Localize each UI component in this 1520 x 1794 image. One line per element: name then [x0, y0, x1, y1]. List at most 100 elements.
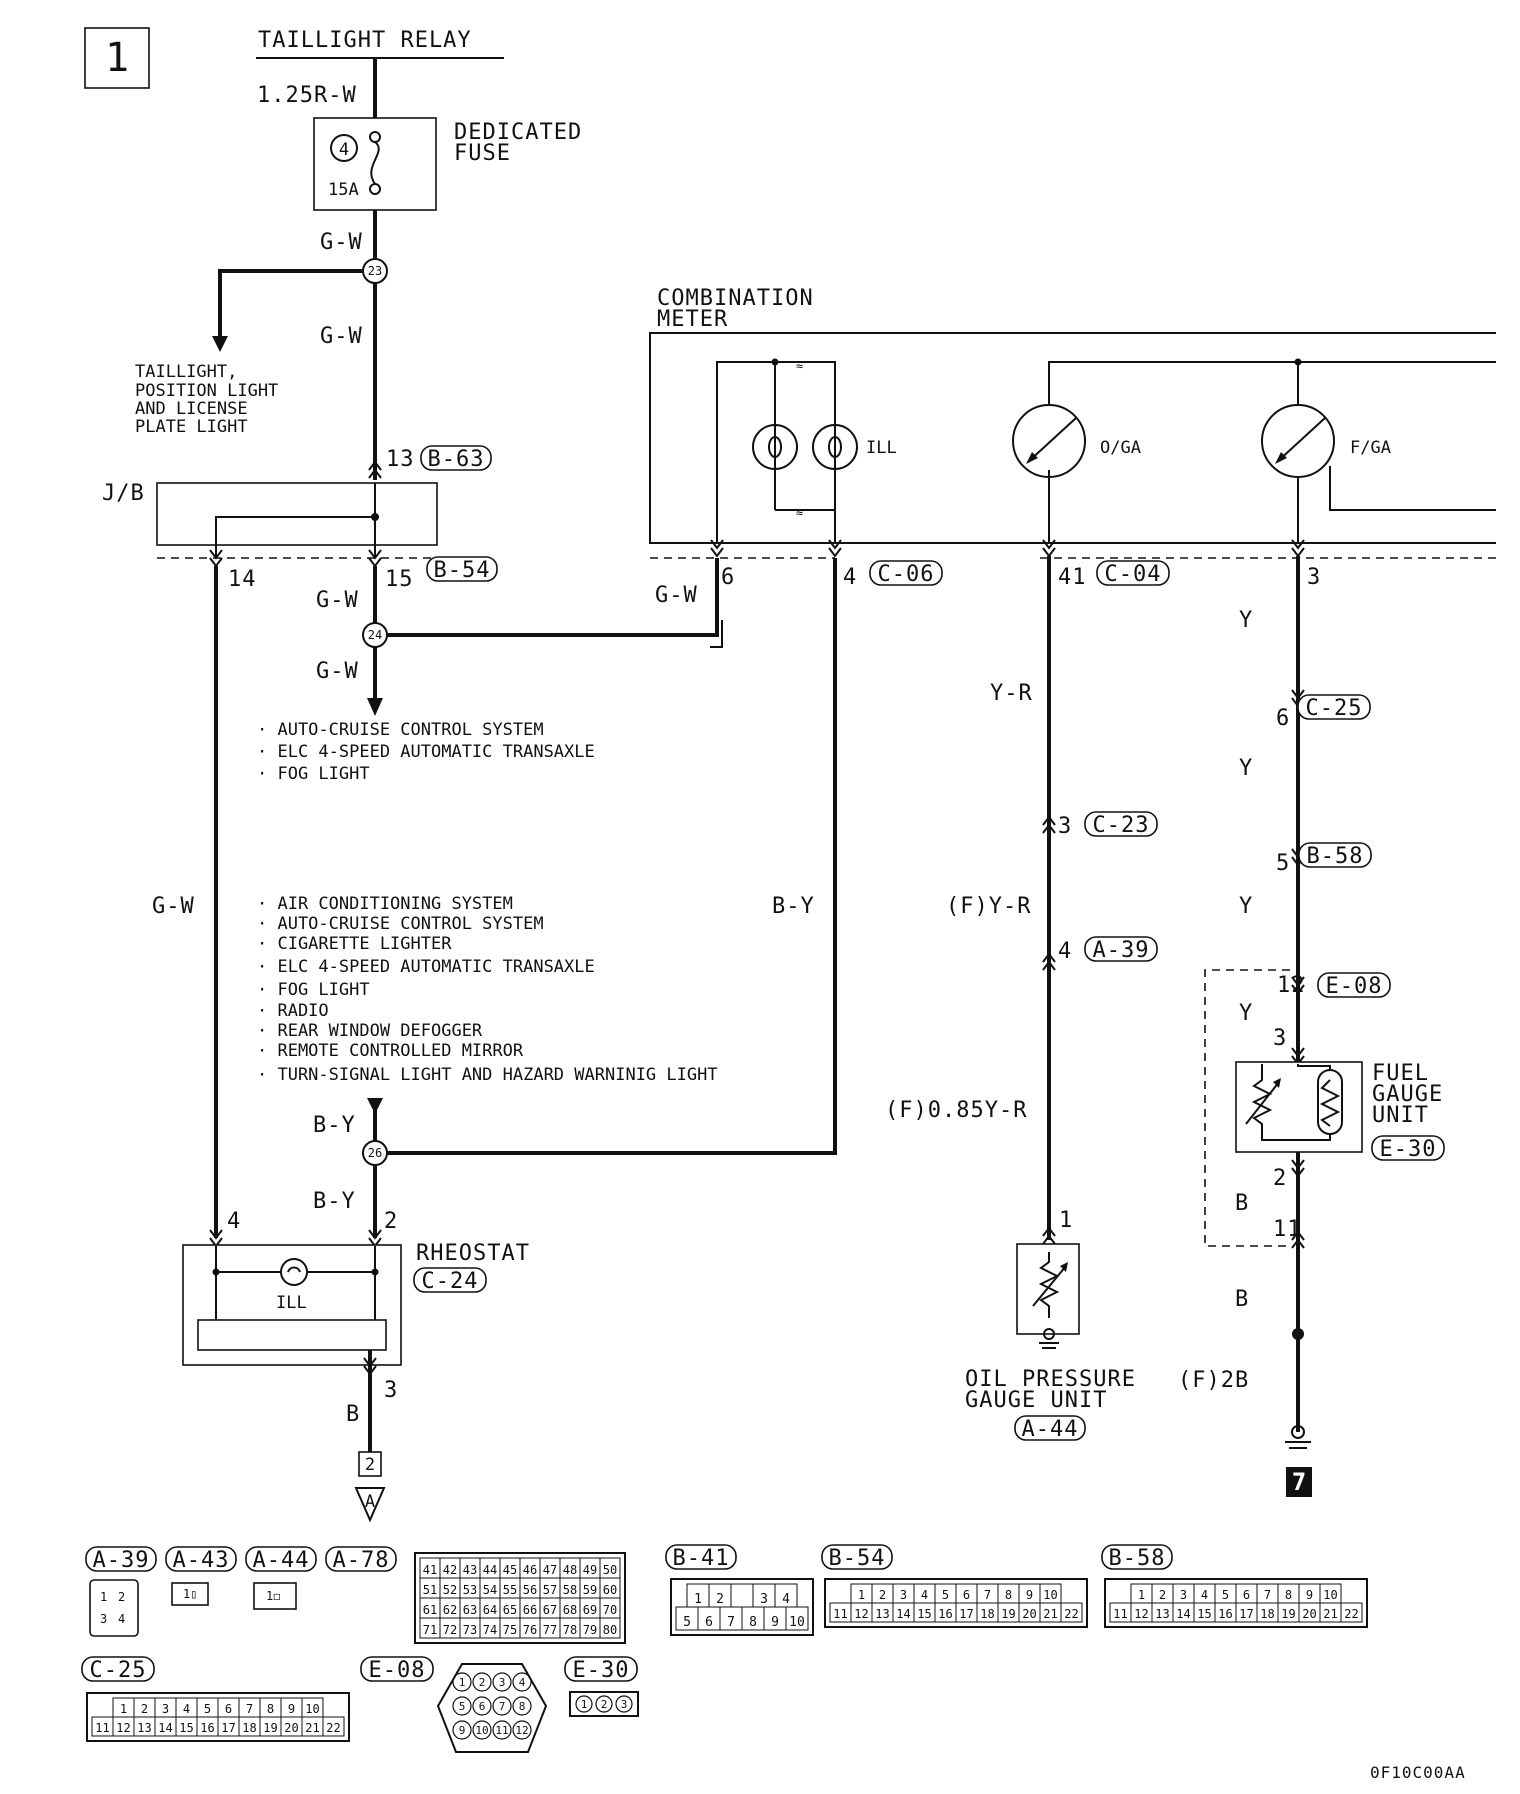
dest1-item-2: · ELC 4-SPEED AUTOMATIC TRANSAXLE [257, 742, 595, 762]
pin-marker-13 [368, 460, 382, 479]
legend-b58-pin: 2 [1159, 1588, 1166, 1602]
pin-c25: 6 [1276, 706, 1290, 731]
ground-ref-box [1286, 1467, 1312, 1497]
conn-b63-badge [420, 445, 492, 471]
legend-b58-pin: 19 [1281, 1607, 1295, 1621]
legend-b58-pin: 1 [1138, 1588, 1145, 1602]
dest2-item-5: · FOG LIGHT [257, 980, 370, 1000]
legend-b58-badge [1101, 1544, 1173, 1570]
legend-b58-pin: 14 [1176, 1607, 1190, 1621]
legend-a78-pin: 80 [603, 1623, 617, 1637]
wire-splice24-meter [387, 558, 719, 637]
wire-label-w8: B-Y [313, 1113, 356, 1138]
legend-b54-pin: 14 [896, 1607, 910, 1621]
pin-6: 6 [721, 565, 735, 590]
legend-b54-pin: 1 [858, 1588, 865, 1602]
fuel-unit-title-1: FUEL [1372, 1061, 1429, 1086]
legend-b54-pin: 4 [921, 1588, 928, 1602]
legend-a78-pin: 50 [603, 1563, 617, 1577]
wire-label-w19: B [1235, 1191, 1249, 1216]
legend-a39-pin-3: 3 [100, 1612, 107, 1626]
meter-node-1 [771, 358, 779, 366]
conn-c04: C-04 [1105, 562, 1162, 587]
conn-b58: B-58 [1307, 844, 1364, 869]
legend-a78-pin: 48 [563, 1563, 577, 1577]
conn-c24: C-24 [422, 1269, 479, 1294]
conn-c25-badge [1297, 694, 1371, 720]
pin-11: 11 [1273, 1217, 1302, 1242]
wire-label-w21: (F)2B [1178, 1368, 1249, 1393]
jb-label: J/B [102, 481, 145, 506]
legend-a44-glyph: 1◻ [266, 1589, 280, 1603]
legend-b58-cell [1340, 1602, 1363, 1623]
conn-e08-badge [1317, 972, 1391, 998]
conn-a39-badge [1084, 936, 1158, 962]
legend-e30-cell [595, 1695, 613, 1713]
rheo-resistor [197, 1319, 387, 1351]
meter-ill-bulb-1 [752, 424, 798, 470]
fuel-gauge-label: F/GA [1350, 438, 1391, 458]
wire-label-w14: (F)0.85Y-R [885, 1098, 1027, 1123]
legend-a78-pin: 66 [523, 1603, 537, 1617]
legend-c25-pin: 7 [246, 1702, 253, 1716]
legend-a78-pin: 53 [463, 1583, 477, 1597]
legend-c25-pin: 21 [305, 1721, 319, 1735]
legend-c25: C-25 [90, 1658, 147, 1683]
legend-b54-pin: 2 [879, 1588, 886, 1602]
legend-a78-pin: 69 [583, 1603, 597, 1617]
legend-e08-pin: 10 [475, 1724, 488, 1737]
meter-fuel-return [1329, 466, 1496, 511]
conn-c06-badge [869, 560, 943, 586]
legend-b58-pin: 18 [1260, 1607, 1274, 1621]
fuel-unit-heater-coil [1319, 1079, 1341, 1127]
legend-e30: E-30 [573, 1658, 630, 1683]
oil-unit-title-2: GAUGE UNIT [965, 1388, 1107, 1413]
legend-b41-pin: 2 [716, 1592, 724, 1607]
oil-unit-arrow [1060, 1262, 1068, 1272]
legend-b54-pin: 20 [1022, 1607, 1036, 1621]
wire-label-w13: (F)Y-R [946, 894, 1031, 919]
pin-fuel-meter-3: 3 [1307, 565, 1321, 590]
dest2-item-4: · ELC 4-SPEED AUTOMATIC TRANSAXLE [257, 957, 595, 977]
conn-c23: C-23 [1093, 813, 1150, 838]
rheo-node-r [371, 1268, 379, 1276]
dest2-item-6: · RADIO [257, 1001, 329, 1021]
wire-label-w11: B [346, 1402, 360, 1427]
legend-e08-badge [360, 1656, 434, 1682]
pin-rheo-4: 4 [227, 1209, 241, 1234]
meter-ill-label: ILL [866, 438, 897, 458]
legend-b54-pin: 7 [984, 1588, 991, 1602]
legend-a78-pin: 71 [423, 1623, 437, 1637]
legend-b41-pin: 5 [683, 1615, 691, 1630]
pin-rheo-3: 3 [384, 1378, 398, 1403]
legend-e08-pin: 1 [459, 1676, 466, 1689]
legend-b41-pin: 7 [727, 1615, 735, 1630]
legend-b58-pin: 7 [1264, 1588, 1271, 1602]
legend-c25-pin: 1 [120, 1702, 127, 1716]
arrow-dest-1 [367, 698, 383, 716]
page-number-box [84, 27, 150, 89]
legend-a78-pin: 49 [583, 1563, 597, 1577]
legend-e08-cell [472, 1696, 492, 1716]
rheo-ill-filament [287, 1266, 301, 1273]
legend-a78-pin: 74 [483, 1623, 497, 1637]
fuse-element [370, 141, 380, 185]
connector-legend: A-39 A-43 A-44 A-78 B-41 B-54 B-58 C-25 … [81, 1544, 1173, 1683]
legend-b58-pin: 20 [1302, 1607, 1316, 1621]
legend-e08: E-08 [369, 1658, 426, 1683]
legend-b54-pin: 3 [900, 1588, 907, 1602]
legend-e08-pin: 4 [519, 1676, 526, 1689]
conn-c04-badge [1096, 560, 1170, 586]
dest2-item-2: · AUTO-CRUISE CONTROL SYSTEM [257, 914, 544, 934]
conn-c06: C-06 [878, 562, 935, 587]
legend-a43: A-43 [173, 1548, 230, 1573]
legend-e08-cell [512, 1696, 532, 1716]
legend-a78-pin: 61 [423, 1603, 437, 1617]
legend-b54-cell [1060, 1602, 1083, 1623]
legend-a78-pin: 67 [543, 1603, 557, 1617]
pin-e08: 12 [1277, 973, 1306, 998]
legend-a78: A-78 [333, 1548, 390, 1573]
